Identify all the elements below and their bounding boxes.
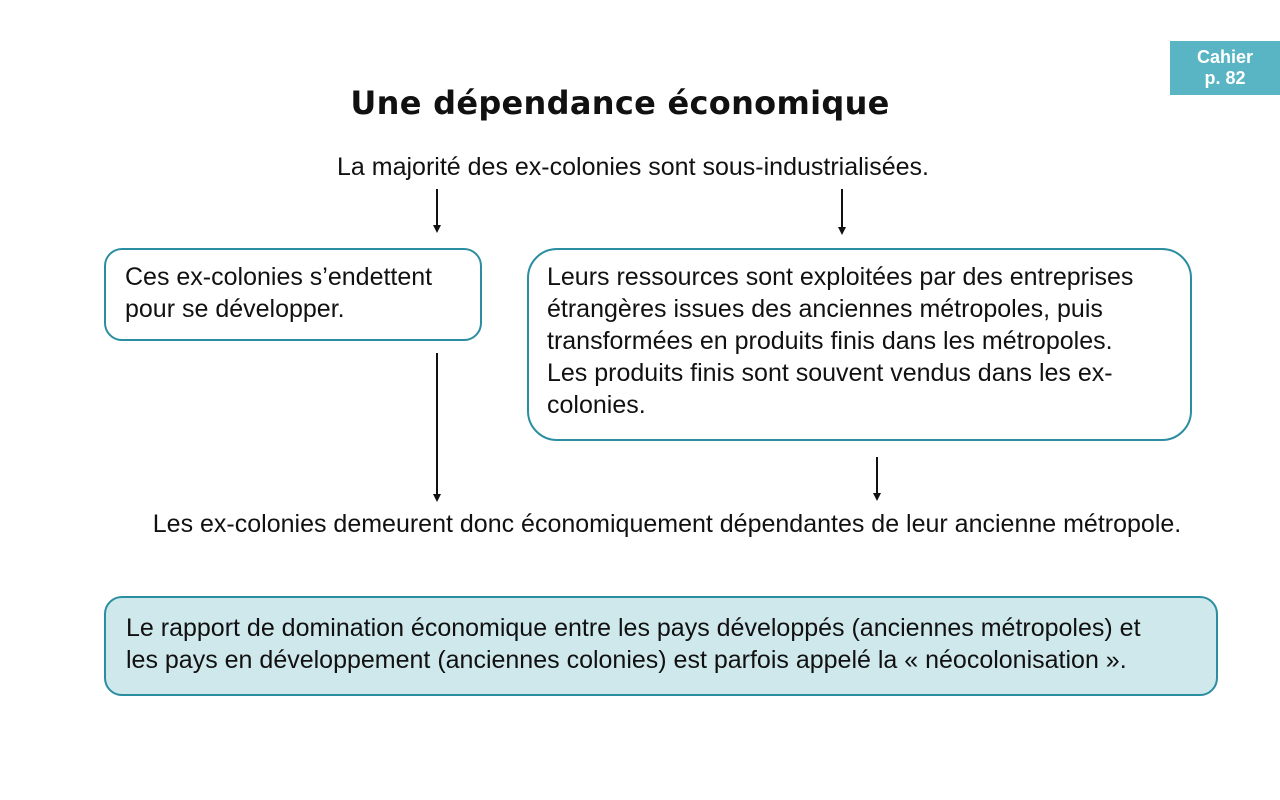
debt-box: Ces ex-colonies s’endettent pour se déve… — [104, 248, 482, 341]
page-title: Une dépendance économique — [350, 84, 890, 122]
badge-line-1: Cahier — [1196, 47, 1254, 67]
note-line-2: les pays en développement (anciennes col… — [126, 646, 1127, 674]
resources-box-line-1: Leurs ressources sont exploitées par des… — [547, 263, 1134, 291]
resources-box-line-3: transformées en produits finis dans les … — [547, 327, 1113, 355]
resources-box-line-2: étrangères issues des anciennes métropol… — [547, 295, 1103, 323]
resources-box-line-5: colonies. — [547, 391, 646, 419]
cahier-page-badge: Cahier p. 82 — [1170, 41, 1280, 95]
note-line-1: Le rapport de domination économique entr… — [126, 614, 1141, 642]
debt-box-line-2: pour se développer. — [125, 295, 345, 323]
badge-line-2: p. 82 — [1204, 68, 1246, 88]
resources-box: Leurs ressources sont exploitées par des… — [527, 248, 1192, 441]
top-statement: La majorité des ex-colonies sont sous-in… — [337, 153, 929, 181]
debt-box-line-1: Ces ex-colonies s’endettent — [125, 263, 433, 291]
neocolonisation-note-box: Le rapport de domination économique entr… — [104, 596, 1218, 696]
resources-box-line-4: Les produits finis sont souvent vendus d… — [547, 359, 1113, 387]
conclusion-statement: Les ex-colonies demeurent donc économiqu… — [152, 510, 1182, 538]
